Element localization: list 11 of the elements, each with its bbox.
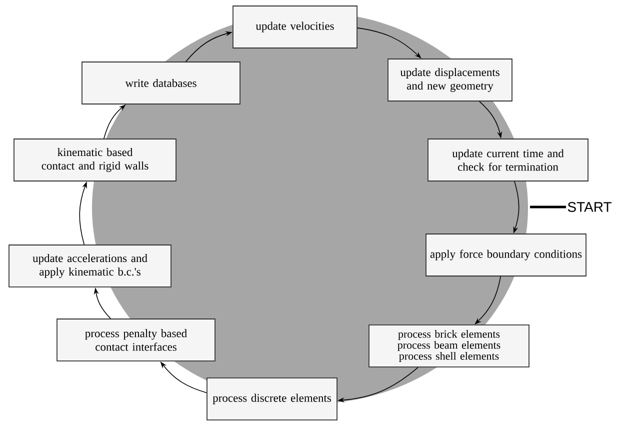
process-box: update displacements and new geometry [388,58,512,102]
process-box: update velocities [232,6,358,48]
process-box: process penalty based contact interfaces [56,318,216,362]
process-box: process brick elements process beam elements process shell elements [368,324,530,368]
process-box: update accelerations and apply kinematic b.c.'s [8,244,172,288]
process-box: update current time and check for termination [428,138,588,182]
start-label: START [568,202,612,212]
process-box: kinematic based contact and rigid walls [14,138,176,182]
process-box: process discrete elements [206,378,338,420]
process-box: apply force boundary conditions [426,234,586,276]
process-box: write databases [82,62,240,104]
